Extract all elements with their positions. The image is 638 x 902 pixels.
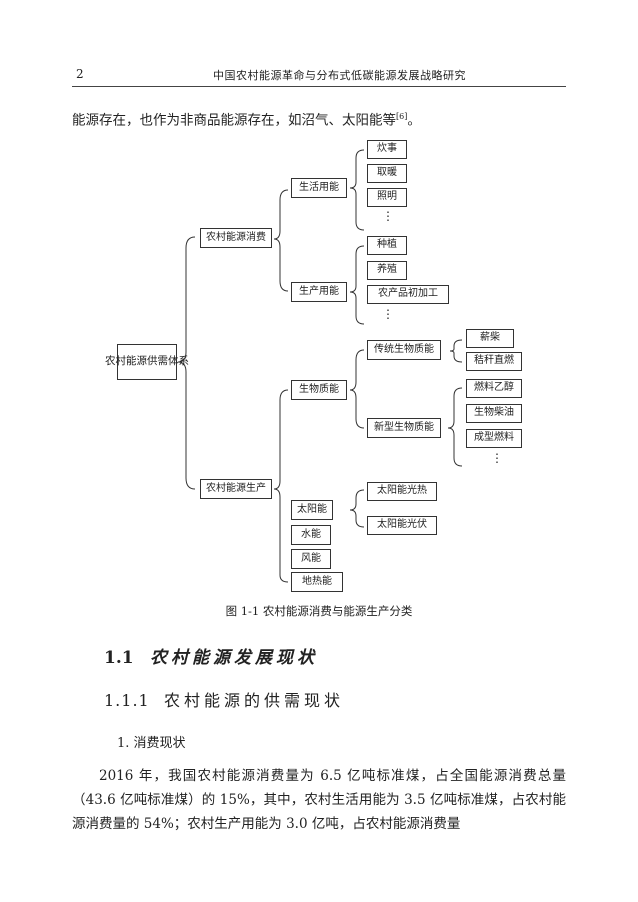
productive-energy-box: 生产用能 [291,282,347,302]
running-title: 中国农村能源革命与分布式低碳能源发展战略研究 [213,69,466,82]
breeding-box: 养殖 [367,261,407,280]
figure-caption: 图 1-1 农村能源消费与能源生产分类 [225,604,413,618]
body-paragraph: 2016 年，我国农村能源消费量为 6.5 亿吨标准煤，占全国能源消费总量（43… [72,764,566,836]
new-biomass-ellipsis: ⋮ [491,451,503,465]
solar-thermal-box: 太阳能光热 [367,482,437,501]
body-paragraph-text: 2016 年，我国农村能源消费量为 6.5 亿吨标准煤，占全国能源消费总量（43… [72,768,566,832]
section-heading: 1.1 农村能源发展现状 [104,643,318,668]
wind-box: 风能 [291,549,331,569]
heating-box: 取暖 [367,164,407,183]
straw-box: 秸秆直燃 [466,352,522,371]
intro-text: 能源存在，也作为非商品能源存在，如沼气、太阳能等 [72,112,396,129]
section-title: 农村能源发展现状 [150,648,318,668]
citation-ref: [6] [396,112,408,121]
subsection-heading: 1.1.1 农村能源的供需现状 [104,687,344,711]
planting-box: 种植 [367,236,407,255]
cooking-box: 炊事 [367,140,407,159]
subsubsection-heading: 1. 消费现状 [117,736,186,751]
new-biomass-box: 新型生物质能 [367,418,441,438]
brace-consumption [273,189,289,292]
consumption-box: 农村能源消费 [200,228,272,248]
lighting-box: 照明 [367,188,407,207]
brace-productive [349,245,365,325]
hydro-box: 水能 [291,525,331,545]
section-number: 1.1 [104,648,134,668]
traditional-biomass-box: 传统生物质能 [367,340,441,360]
living-energy-box: 生活用能 [291,178,347,198]
briquette-box: 成型燃料 [466,429,522,448]
page-number: 2 [76,67,84,81]
root-box: 农村能源供需体系 [105,344,189,380]
brace-root [177,236,196,490]
running-header: 2 中国农村能源革命与分布式低碳能源发展战略研究 [72,64,566,87]
subsection-title: 农村能源的供需现状 [164,691,345,710]
brace-traditional [449,339,463,363]
subsection-number: 1.1.1 [104,691,150,710]
brace-biomass [349,349,365,429]
production-box: 农村能源生产 [200,479,272,499]
solar-pv-box: 太阳能光伏 [367,516,437,535]
brace-production [273,389,289,583]
productive-ellipsis: ⋮ [382,307,394,321]
firewood-box: 薪柴 [466,329,514,348]
brace-new-biomass [447,387,463,467]
solar-box: 太阳能 [291,500,333,520]
geothermal-box: 地热能 [291,572,343,592]
living-ellipsis: ⋮ [382,209,394,223]
brace-living [349,149,365,231]
brace-solar [349,489,365,528]
intro-paragraph: 能源存在，也作为非商品能源存在，如沼气、太阳能等[6]。 [72,104,421,134]
ethanol-box: 燃料乙醇 [466,379,522,398]
processing-box: 农产品初加工 [367,285,449,304]
biodiesel-box: 生物柴油 [466,404,522,423]
intro-end: 。 [407,112,421,129]
biomass-box: 生物质能 [291,380,347,400]
